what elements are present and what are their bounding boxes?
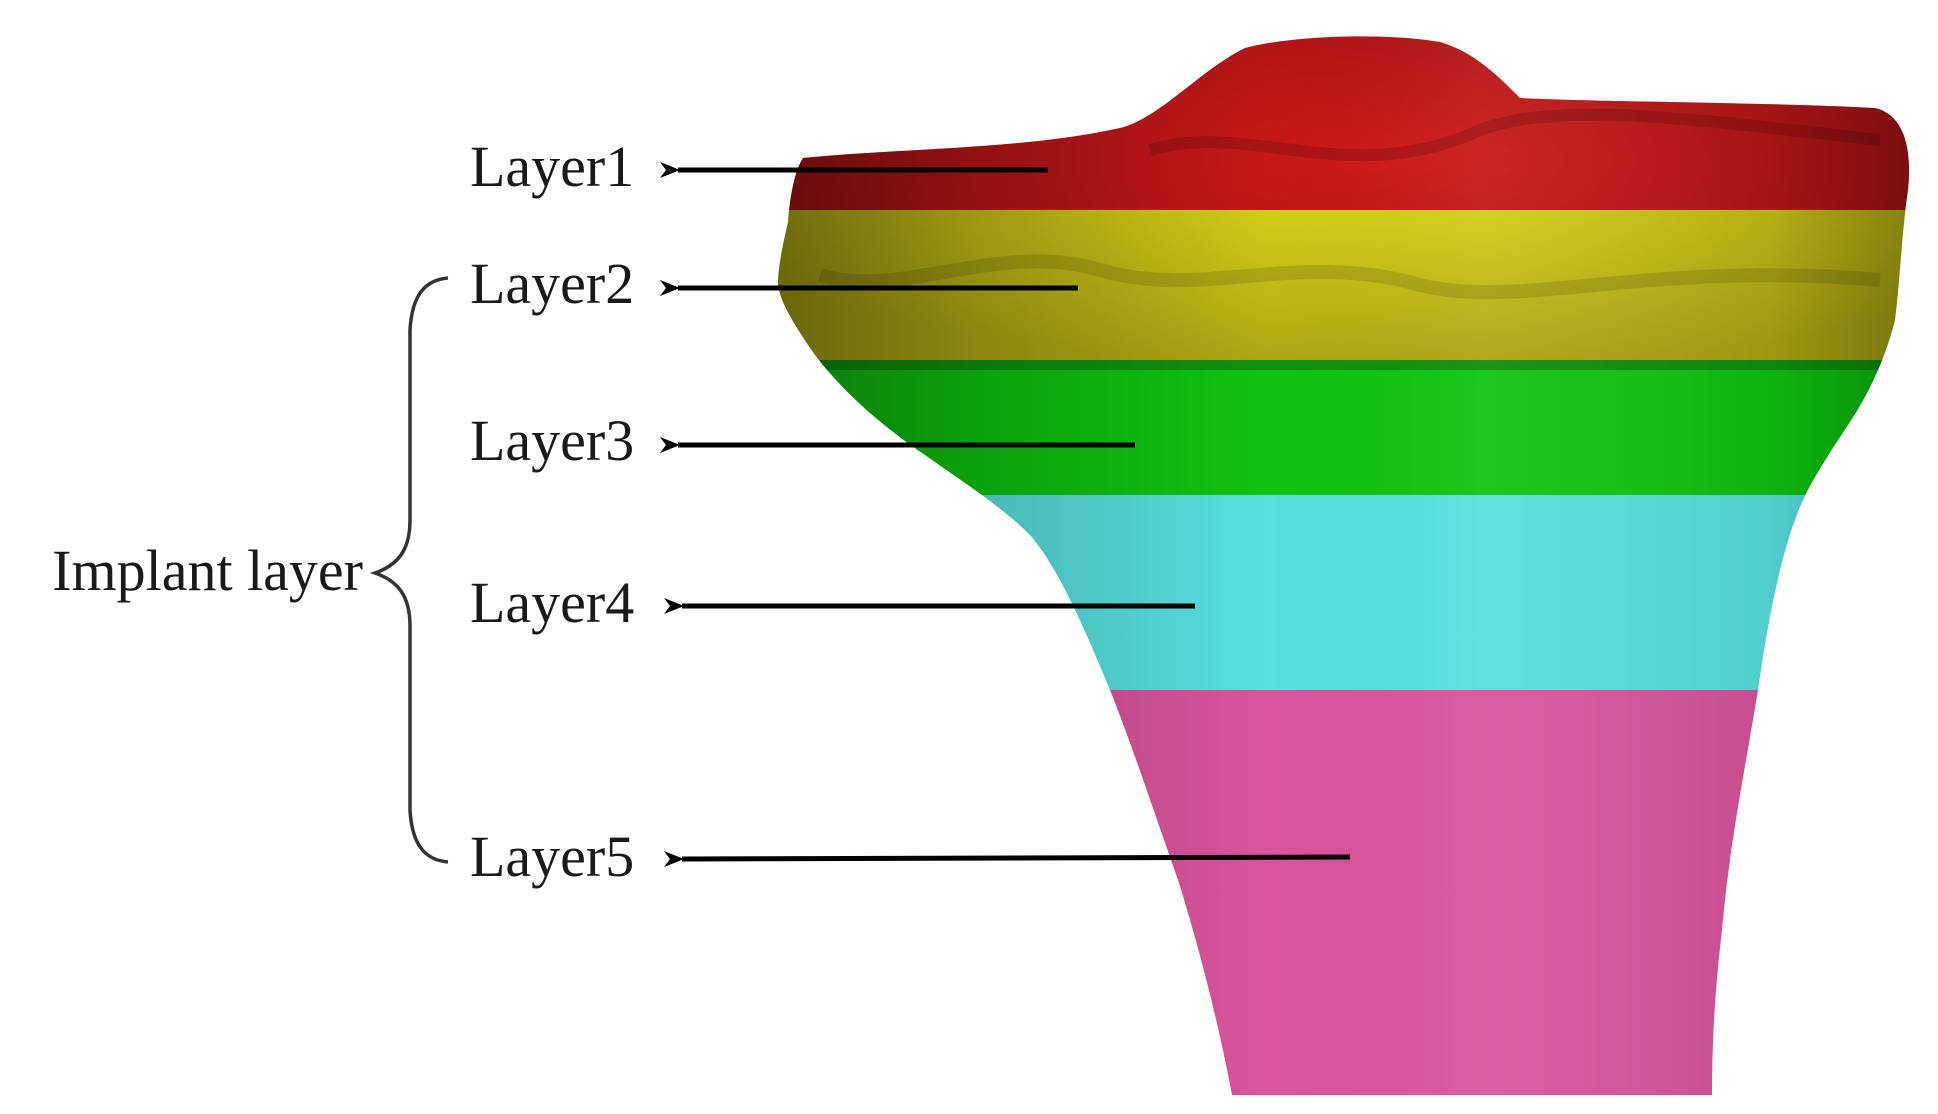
layer4-label: Layer4 <box>470 570 634 635</box>
bone-top-shading <box>778 36 1910 370</box>
layer1-label: Layer1 <box>470 134 634 199</box>
layer-annotations: Layer1 Layer2 Layer3 Layer4 Layer5 <box>470 134 1351 889</box>
layer3-label: Layer3 <box>470 408 634 473</box>
layer2-label: Layer2 <box>470 251 634 316</box>
implant-layer-label: Implant layer <box>52 538 363 603</box>
group-brace <box>369 276 449 864</box>
layer5-arrow <box>663 851 1351 868</box>
surface-ridge <box>817 254 1881 300</box>
layer5-label: Layer5 <box>470 824 634 889</box>
surface-ridge <box>1148 108 1881 162</box>
bone-model <box>778 36 1910 1096</box>
